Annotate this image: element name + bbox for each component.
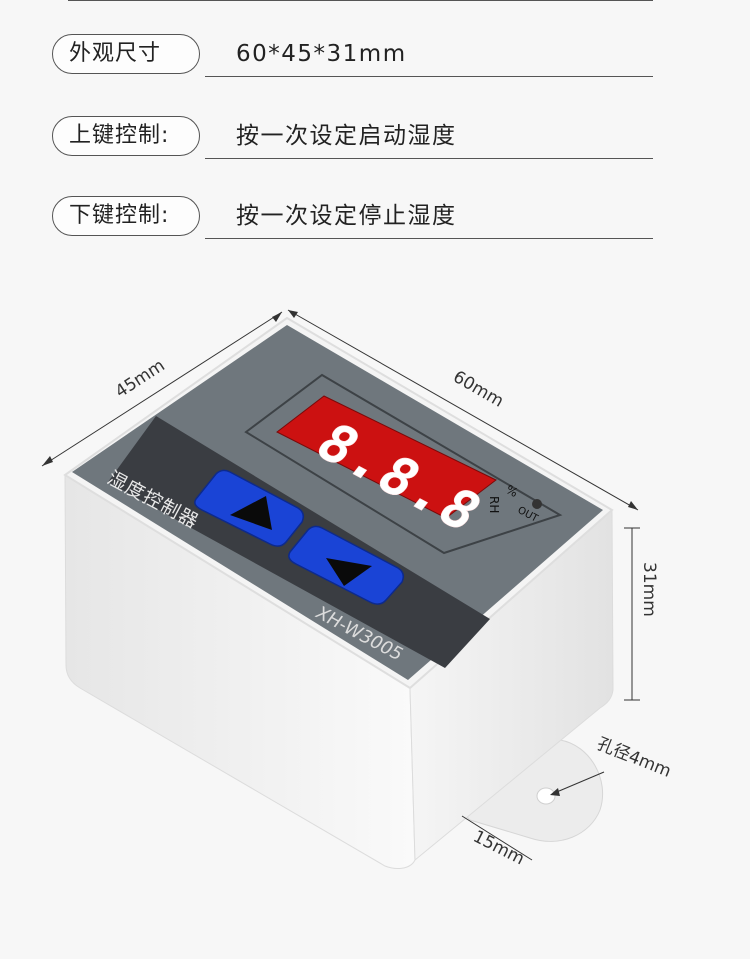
spec-row-down-key: 下键控制: 按一次设定停止湿度 xyxy=(0,190,750,250)
dim-height-label: 31mm xyxy=(639,562,659,617)
dim-hole-label: 孔径4mm xyxy=(594,734,674,782)
spec-underline xyxy=(205,76,653,77)
display-frame xyxy=(244,373,563,555)
spec-label: 外观尺寸 xyxy=(52,34,200,74)
display-screen xyxy=(276,395,497,519)
triangle-up-icon xyxy=(230,496,272,530)
dim-length-label: 60mm xyxy=(450,367,507,412)
front-panel xyxy=(72,325,603,680)
spec-label: 上键控制: xyxy=(52,116,200,156)
spec-row-size: 外观尺寸 60*45*31mm xyxy=(0,28,750,88)
spec-row-up-key: 上键控制: 按一次设定启动湿度 xyxy=(0,110,750,170)
spec-underline xyxy=(205,158,653,159)
box-left-side xyxy=(64,474,416,869)
spec-value: 按一次设定启动湿度 xyxy=(236,123,457,149)
dimension-lines xyxy=(41,309,640,861)
mounting-tab xyxy=(454,739,604,842)
down-button[interactable] xyxy=(288,525,405,605)
spec-underline xyxy=(205,238,653,239)
box-right-side xyxy=(409,508,614,862)
up-button[interactable] xyxy=(194,469,305,547)
spec-value: 按一次设定停止湿度 xyxy=(236,203,457,229)
spec-label: 下键控制: xyxy=(52,196,200,236)
device-illustration: 8.8.8 % RH OUT 湿度控制器 XH-W3005 45mm 60mm … xyxy=(41,309,674,869)
mounting-hole xyxy=(536,787,556,805)
top-divider xyxy=(68,0,653,1)
triangle-down-icon xyxy=(326,558,372,586)
rh-label: RH xyxy=(487,496,501,513)
dim-width-label: 45mm xyxy=(112,356,169,403)
out-indicator-icon xyxy=(532,499,542,509)
spec-value: 60*45*31mm xyxy=(236,41,407,67)
